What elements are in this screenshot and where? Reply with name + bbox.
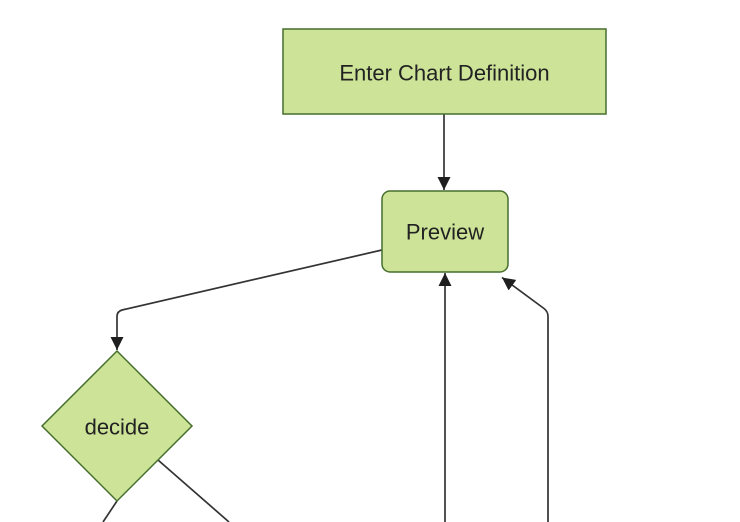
decide-diamond bbox=[40, 349, 194, 503]
node-preview: Preview bbox=[381, 190, 509, 273]
edge-decide-to-offscreen-right bbox=[157, 459, 230, 522]
node-decide: decide bbox=[40, 349, 194, 503]
node-enter-chart-definition: Enter Chart Definition bbox=[282, 28, 607, 115]
enter-chart-definition-label: Enter Chart Definition bbox=[339, 61, 549, 86]
edge-layer bbox=[102, 114, 549, 522]
preview-box bbox=[381, 190, 509, 273]
decide-label: decide bbox=[85, 415, 150, 440]
enter-chart-definition-box bbox=[282, 28, 607, 115]
preview-label: Preview bbox=[406, 220, 484, 245]
edge-decide-to-offscreen-left bbox=[102, 500, 118, 522]
edge-preview-to-decide bbox=[110, 249, 383, 350]
edge-offscreen2-to-preview bbox=[501, 276, 549, 522]
